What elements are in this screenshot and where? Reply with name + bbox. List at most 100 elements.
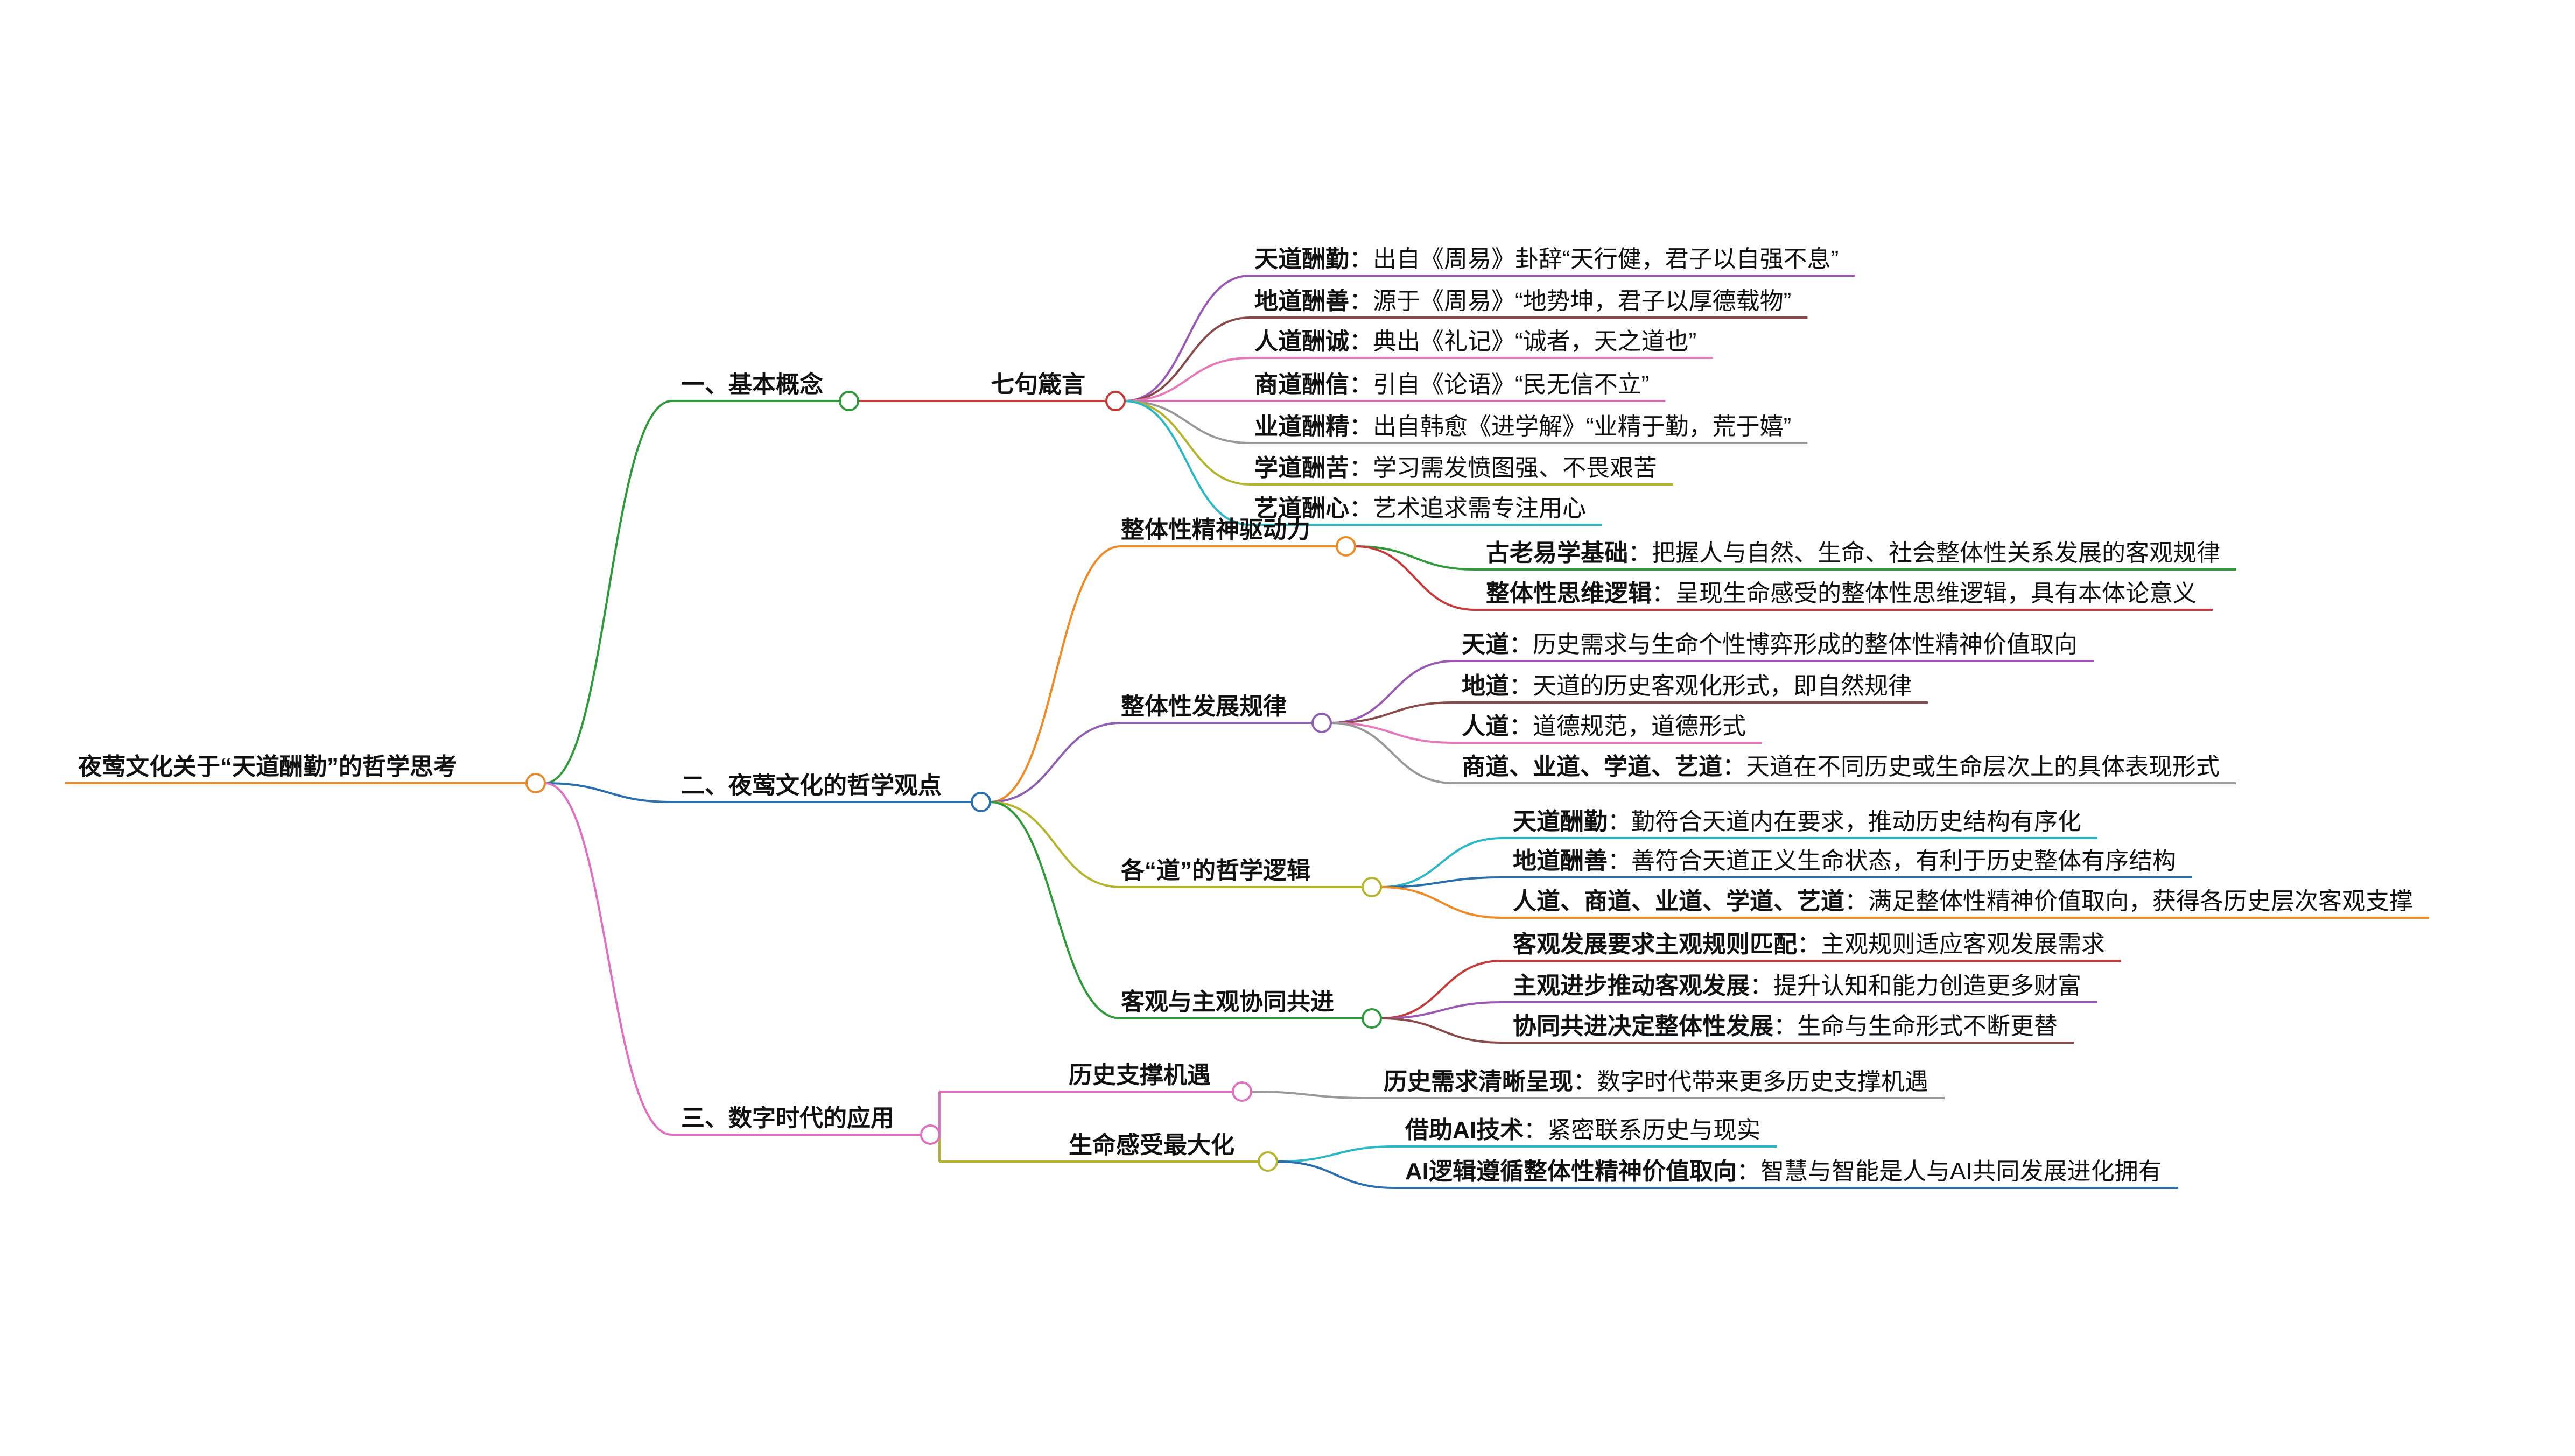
leaf-colon: ： bbox=[1797, 931, 1821, 958]
branch-title-1: 一、基本概念 bbox=[681, 371, 823, 398]
branch-sub-link-2-3 bbox=[990, 801, 1121, 888]
sub-node-3-1[interactable] bbox=[1232, 1081, 1252, 1102]
leaf-colon: ： bbox=[1349, 328, 1373, 355]
leaf-desc: 天道在不同历史或生命层次上的具体表现形式 bbox=[1746, 754, 2220, 780]
leaf-link-1-1-2 bbox=[1124, 316, 1251, 402]
leaf-desc: 出自韩愈《进学解》“业精于勤，荒于嬉” bbox=[1373, 413, 1791, 440]
leaf-desc: 善符合天道正义生命状态，有利于历史整体有序结构 bbox=[1631, 848, 2176, 874]
leaf-colon: ： bbox=[1349, 455, 1373, 481]
leaf-desc: 勤符合天道内在要求，推动历史结构有序化 bbox=[1631, 808, 2081, 835]
leaf-term: 商道、业道、学道、艺道 bbox=[1462, 754, 1722, 780]
leaf-desc: 学习需发愤图强、不畏艰苦 bbox=[1373, 455, 1657, 481]
leaf-desc: 生命与生命形式不断更替 bbox=[1797, 1013, 2058, 1039]
leaf-colon: ： bbox=[1628, 540, 1652, 566]
leaf-colon: ： bbox=[1349, 413, 1373, 440]
root-node[interactable] bbox=[525, 773, 546, 793]
branch-sub-link-2-2 bbox=[990, 722, 1121, 803]
leaf-item-1-1-6: 学道酬苦：学习需发愤图强、不畏艰苦 bbox=[1254, 455, 1657, 481]
leaf-desc: 历史需求与生命个性博弈形成的整体性精神价值取向 bbox=[1533, 631, 2078, 658]
leaf-term: 地道 bbox=[1462, 673, 1509, 699]
leaf-term: 人道 bbox=[1462, 713, 1509, 740]
sub-node-1-1[interactable] bbox=[1105, 391, 1126, 411]
leaf-term: 天道酬勤 bbox=[1513, 808, 1608, 835]
leaf-desc: 数字时代带来更多历史支撑机遇 bbox=[1597, 1068, 1928, 1095]
leaf-desc: 把握人与自然、生命、社会整体性关系发展的客观规律 bbox=[1652, 540, 2220, 566]
leaf-term: 业道酬精 bbox=[1254, 413, 1349, 440]
leaf-link-3-2-2 bbox=[1276, 1160, 1395, 1189]
sub-node-2-1[interactable] bbox=[1336, 536, 1356, 557]
leaf-term: 地道酬善 bbox=[1513, 848, 1608, 874]
branch-node-1[interactable] bbox=[839, 391, 859, 411]
leaf-item-3-2-1: 借助AI技术：紧密联系历史与现实 bbox=[1405, 1117, 1760, 1143]
leaf-term: 天道 bbox=[1462, 631, 1509, 658]
leaf-colon: ： bbox=[1750, 973, 1773, 999]
leaf-item-2-2-2: 地道：天道的历史客观化形式，即自然规律 bbox=[1462, 673, 1912, 699]
sub-node-2-2[interactable] bbox=[1311, 713, 1332, 733]
leaf-term: AI逻辑遵循整体性精神价值取向 bbox=[1405, 1158, 1737, 1185]
leaf-term: 地道酬善 bbox=[1254, 288, 1349, 314]
leaf-item-2-4-2: 主观进步推动客观发展：提升认知和能力创造更多财富 bbox=[1513, 973, 2081, 999]
leaf-term: 人道酬诚 bbox=[1254, 328, 1349, 355]
branch-node-3[interactable] bbox=[920, 1124, 941, 1145]
root-branch-link-3 bbox=[544, 782, 672, 1136]
leaf-item-1-1-5: 业道酬精：出自韩愈《进学解》“业精于勤，荒于嬉” bbox=[1254, 413, 1791, 440]
leaf-link-3-2-1 bbox=[1276, 1145, 1395, 1163]
leaf-desc: 紧密联系历史与现实 bbox=[1547, 1117, 1760, 1143]
leaf-term: 学道酬苦 bbox=[1254, 455, 1349, 481]
leaf-link-1-1-3 bbox=[1124, 357, 1251, 402]
sub-node-3-2[interactable] bbox=[1258, 1151, 1278, 1172]
leaf-colon: ： bbox=[1349, 371, 1373, 398]
branch-sub-link-2-4 bbox=[990, 801, 1121, 1019]
leaf-desc: 提升认知和能力创造更多财富 bbox=[1773, 973, 2081, 999]
leaf-link-2-1-1 bbox=[1355, 545, 1476, 571]
leaf-term: 艺道酬心 bbox=[1254, 495, 1349, 522]
branch-node-2[interactable] bbox=[971, 792, 991, 812]
leaf-desc: 智慧与智能是人与AI共同发展进化拥有 bbox=[1760, 1158, 2162, 1185]
leaf-term: 人道、商道、业道、学道、艺道 bbox=[1513, 888, 1844, 915]
sub-node-2-4[interactable] bbox=[1362, 1008, 1382, 1029]
leaf-desc: 出自《周易》卦辞“天行健，君子以自强不息” bbox=[1373, 246, 1839, 272]
leaf-link-1-1-7 bbox=[1124, 400, 1251, 526]
leaf-term: 协同共进决定整体性发展 bbox=[1513, 1013, 1773, 1039]
leaf-item-2-2-4: 商道、业道、学道、艺道：天道在不同历史或生命层次上的具体表现形式 bbox=[1462, 754, 2220, 780]
leaf-item-1-1-3: 人道酬诚：典出《礼记》“诚者，天之道也” bbox=[1254, 328, 1696, 355]
leaf-colon: ： bbox=[1722, 754, 1746, 780]
leaf-item-2-1-2: 整体性思维逻辑：呈现生命感受的整体性思维逻辑，具有本体论意义 bbox=[1486, 580, 2197, 607]
leaf-desc: 引自《论语》“民无信不立” bbox=[1373, 371, 1649, 398]
leaf-term: 主观进步推动客观发展 bbox=[1513, 973, 1750, 999]
branch-sub-link-2-1 bbox=[990, 545, 1121, 803]
leaf-link-2-2-2 bbox=[1330, 701, 1454, 724]
leaf-term: 借助AI技术 bbox=[1405, 1117, 1524, 1143]
leaf-colon: ： bbox=[1608, 848, 1631, 874]
leaf-link-1-1-1 bbox=[1124, 275, 1251, 402]
leaf-link-1-1-5 bbox=[1124, 400, 1251, 444]
branch-title-2: 二、夜莺文化的哲学观点 bbox=[681, 772, 942, 799]
leaf-item-2-3-1: 天道酬勤：勤符合天道内在要求，推动历史结构有序化 bbox=[1513, 808, 2081, 835]
leaf-link-2-4-1 bbox=[1380, 960, 1503, 1019]
sub-title-3-1: 历史支撑机遇 bbox=[1069, 1062, 1211, 1088]
leaf-link-2-2-1 bbox=[1330, 660, 1454, 724]
leaf-link-2-4-3 bbox=[1380, 1017, 1503, 1044]
sub-title-1-1: 七句箴言 bbox=[991, 371, 1085, 398]
sub-node-2-3[interactable] bbox=[1362, 877, 1382, 897]
leaf-term: 整体性思维逻辑 bbox=[1486, 580, 1652, 607]
leaf-link-2-2-4 bbox=[1330, 722, 1454, 784]
leaf-item-2-2-1: 天道：历史需求与生命个性博弈形成的整体性精神价值取向 bbox=[1462, 631, 2078, 658]
leaf-colon: ： bbox=[1509, 673, 1533, 699]
leaf-colon: ： bbox=[1509, 631, 1533, 658]
leaf-item-1-1-2: 地道酬善：源于《周易》“地势坤，君子以厚德载物” bbox=[1254, 288, 1791, 314]
leaf-desc: 道德规范，道德形式 bbox=[1533, 713, 1746, 740]
sub-title-3-2: 生命感受最大化 bbox=[1069, 1131, 1234, 1158]
root-branch-link-2 bbox=[544, 782, 672, 803]
leaf-desc: 天道的历史客观化形式，即自然规律 bbox=[1533, 673, 1912, 699]
leaf-link-2-2-3 bbox=[1330, 722, 1454, 744]
leaf-link-2-3-1 bbox=[1380, 837, 1503, 888]
leaf-colon: ： bbox=[1349, 246, 1373, 272]
leaf-term: 商道酬信 bbox=[1254, 371, 1349, 398]
leaf-link-2-3-3 bbox=[1380, 886, 1503, 919]
sub-title-2-3: 各“道”的哲学逻辑 bbox=[1121, 857, 1310, 884]
leaf-colon: ： bbox=[1844, 888, 1868, 915]
leaf-item-3-2-2: AI逻辑遵循整体性精神价值取向：智慧与智能是人与AI共同发展进化拥有 bbox=[1405, 1158, 2162, 1185]
leaf-link-2-3-2 bbox=[1380, 876, 1503, 888]
